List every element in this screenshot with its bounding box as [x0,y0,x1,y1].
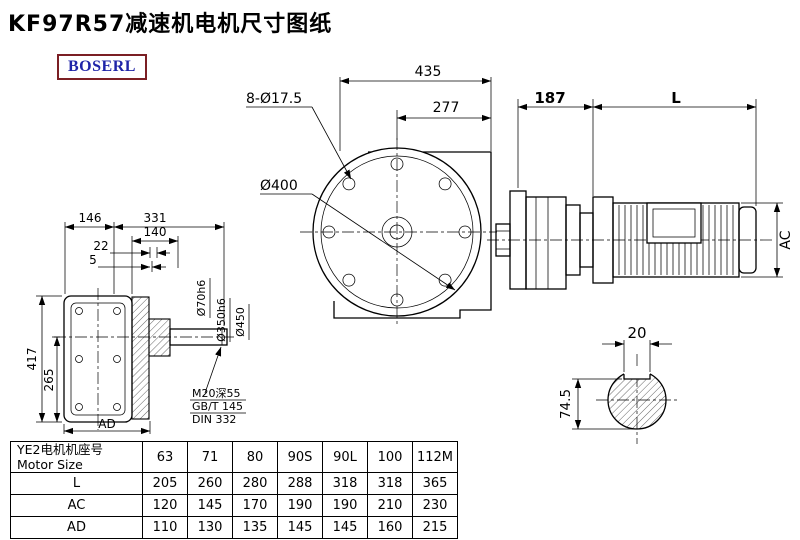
table-cell: 170 [232,494,278,517]
spigot-dia-label: Ø350h6 [215,298,228,342]
table-row-AC: AC 120 145 170 190 190 210 230 [10,494,458,517]
table-row-AD: AD 110 130 135 145 145 160 215 [10,516,458,539]
keyway-clear [624,369,650,379]
hub-section [148,318,171,357]
table-cell: 160 [367,516,413,539]
dim-417-label: 417 [25,348,39,371]
terminal-box-lid [652,208,696,238]
table-cell: 288 [277,472,323,495]
dim-435-label: 435 [415,64,442,80]
table-cell: 63 [142,441,188,473]
table-cell: 120 [142,494,188,517]
table-cell: 130 [187,516,233,539]
dim-AD-label: AD [98,417,115,431]
key-width-label: 20 [627,324,646,342]
housing-silhouette [333,151,492,319]
table-row-label: AC [10,494,143,517]
keyway-slot [623,374,651,380]
tap-note-1: M20深55 [192,387,241,400]
dim-22-label: 22 [93,239,108,253]
gearbox-ribs [535,197,549,289]
table-cell: 318 [322,472,368,495]
output-shaft [169,328,228,346]
dim-5-label: 5 [89,253,97,267]
cover-bolts [75,307,121,411]
dim-L-label: L [671,89,681,107]
table-row-L: L 205 260 280 288 318 318 365 [10,472,458,495]
table-row-label: AD [10,516,143,539]
tap-note-2: GB/T 145 [192,400,243,413]
table-header-label-en: Motor Size [17,457,83,472]
extension-lines-side [517,99,783,278]
table-cell: 71 [187,441,233,473]
table-cell: 110 [142,516,188,539]
table-cell: 90L [322,441,368,473]
shaft-dia-label: Ø70h6 [195,280,208,317]
table-cell: 145 [322,516,368,539]
motor-size-table: YE2电机机座号 Motor Size 63 71 80 90S 90L 100… [10,441,458,539]
shaft-section-circle [607,370,667,430]
table-header-label-cn: YE2电机机座号 [17,442,103,457]
table-cell: 280 [232,472,278,495]
table-cell: 135 [232,516,278,539]
table-cell: 318 [367,472,413,495]
dim-140-label: 140 [144,225,167,239]
table-cell: 112M [412,441,458,473]
dim-AC-label: AC [778,230,794,249]
bolt-leader [311,106,352,180]
table-cell: 190 [277,494,323,517]
table-cell: 260 [187,472,233,495]
dim-331-label: 331 [144,211,167,225]
fan-cover [738,206,757,274]
dim-277-label: 277 [433,100,460,116]
brand-logo: BOSERL [57,54,147,80]
tap-note-leader [204,346,222,394]
dim-146-label: 146 [79,211,102,225]
terminal-box [646,202,702,244]
shaft-section: 20 74.5 [558,324,678,444]
bolt-holes-label: 8-Ø17.5 [246,91,302,107]
table-cell: 205 [142,472,188,495]
flange-od-label: Ø450 [234,307,247,337]
table-cell: 365 [412,472,458,495]
extension-lines-section [572,340,651,430]
tap-note-3: DIN 332 [192,413,236,426]
table-cell: 80 [232,441,278,473]
table-cell: 230 [412,494,458,517]
rear-view: 146 331 140 22 5 417 265 AD Ø70h6 Ø350h6… [25,211,250,435]
page-title: KF97R57减速机电机尺寸图纸 [8,12,333,37]
gearbox-body [525,196,567,290]
side-view: 187 L AC [487,89,794,290]
table-cell: 90S [277,441,323,473]
flange-section [131,296,150,420]
table-cell: 215 [412,516,458,539]
flange-dia-leader [311,193,456,291]
table-header-label: YE2电机机座号 Motor Size [10,441,143,473]
table-cell: 210 [367,494,413,517]
extension-lines [246,77,492,195]
table-cell: 145 [187,494,233,517]
front-view: 435 277 8-Ø17.5 Ø400 [246,64,497,326]
table-row-header: YE2电机机座号 Motor Size 63 71 80 90S 90L 100… [10,441,458,473]
table-cell: 100 [367,441,413,473]
table-cell: 145 [277,516,323,539]
dim-265-label: 265 [42,369,56,392]
table-cell: 190 [322,494,368,517]
key-depth-label: 74.5 [558,389,574,419]
table-row-label: L [10,472,143,495]
dim-187-label: 187 [534,89,565,107]
flange-dia-label: Ø400 [260,178,298,194]
